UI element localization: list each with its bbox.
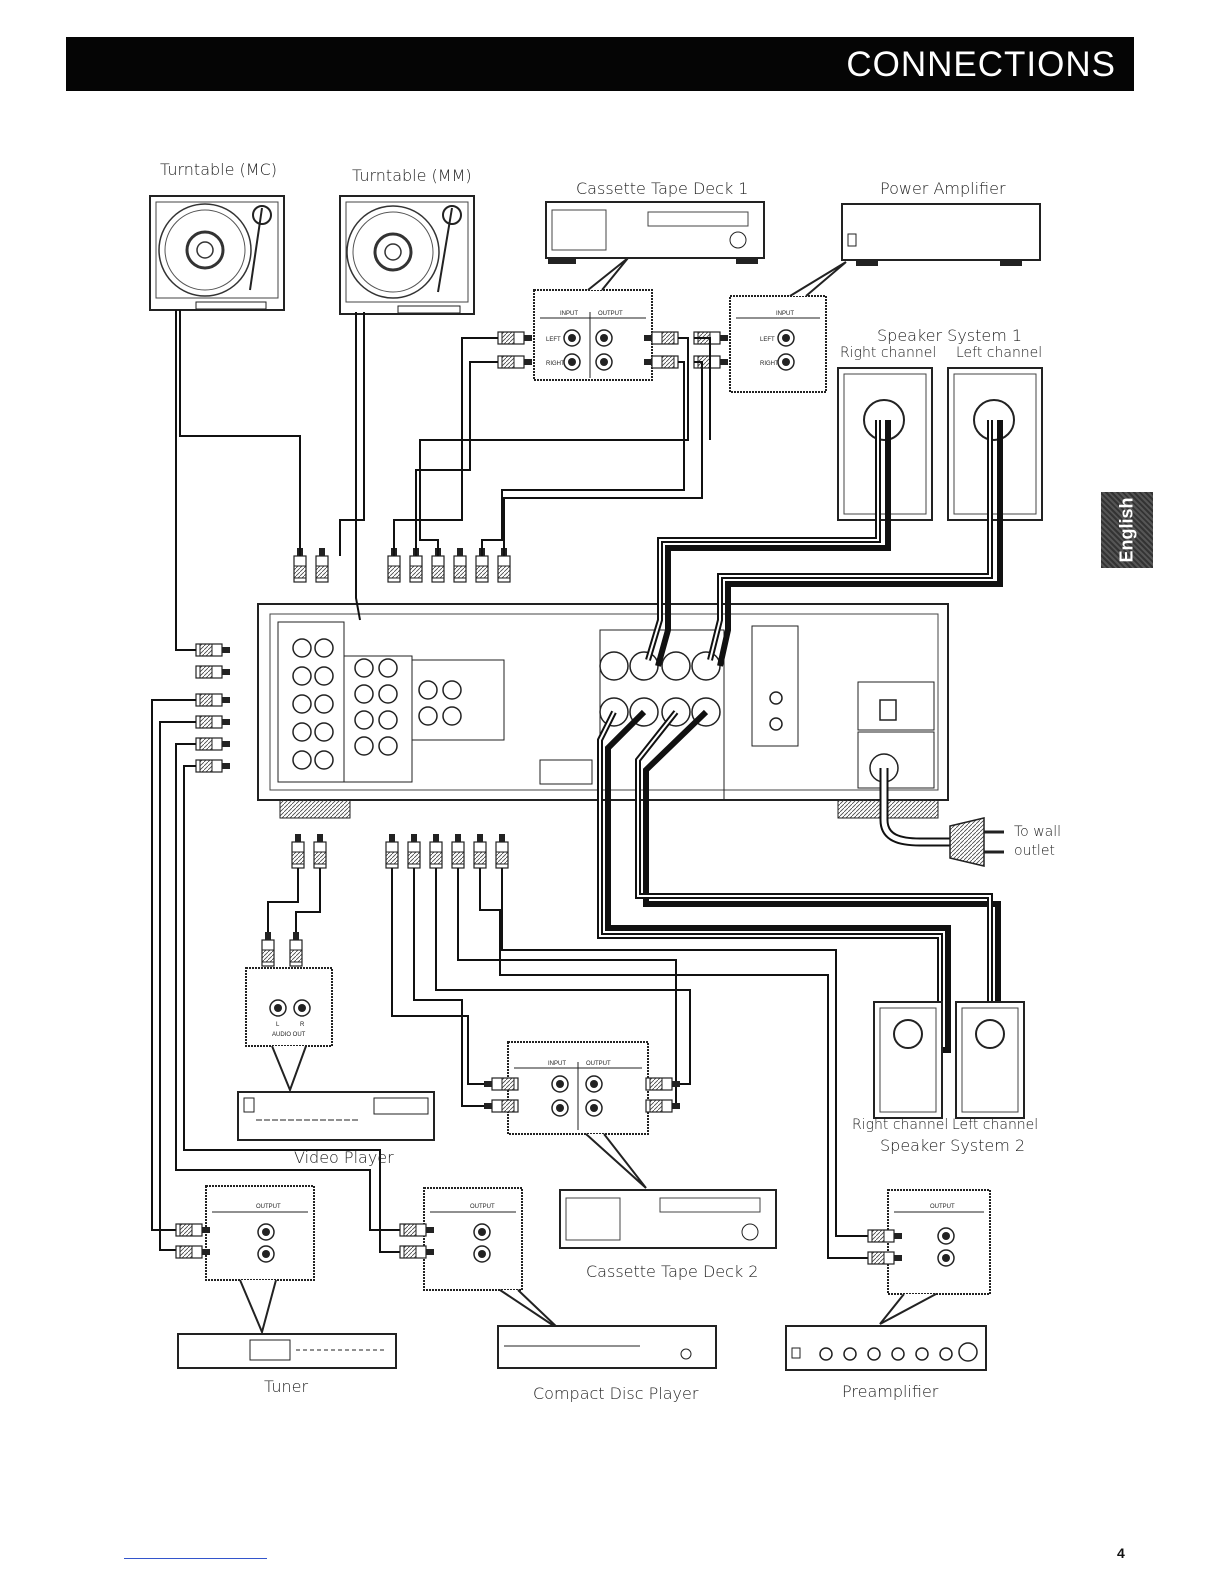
cd2-input-label: INPUT xyxy=(548,1061,566,1067)
tuner-jack-panel xyxy=(175,1185,315,1336)
video-r-label: R xyxy=(300,1022,305,1028)
cassette-deck-2-icon xyxy=(559,1189,777,1249)
cassette-2-jack-panel xyxy=(483,1041,681,1189)
video-player-icon xyxy=(237,1091,435,1141)
language-tab: English xyxy=(1101,492,1153,568)
video-audio-out-label: AUDIO OUT xyxy=(272,1032,306,1038)
power-amplifier-icon xyxy=(841,203,1041,266)
preamp-output-label: OUTPUT xyxy=(930,1204,955,1210)
cdp-output-label: OUTPUT xyxy=(470,1204,495,1210)
preamplifier-jack-panel xyxy=(867,1189,991,1325)
receiver-bottom-plugs xyxy=(291,833,509,869)
cassette-deck-2-label: Cassette Tape Deck 2 xyxy=(586,1262,759,1281)
receiver-left-plugs xyxy=(195,643,231,773)
speaker-1-left-label: Left channel xyxy=(956,345,1043,361)
video-player-jack-panel xyxy=(245,931,333,1093)
cd-player-jack-panel xyxy=(399,1187,561,1331)
cassette-deck-1-icon xyxy=(545,201,765,264)
power-amplifier-label: Power Amplifier xyxy=(880,179,1006,198)
turntable-mc-icon xyxy=(149,195,285,311)
speaker-2-right-label: Right channel xyxy=(852,1117,949,1133)
cd1-output-label: OUTPUT xyxy=(598,311,623,317)
preamplifier-icon xyxy=(785,1325,987,1371)
footer-rule xyxy=(124,1558,267,1559)
cd1-left-label: LEFT xyxy=(546,337,561,343)
amp-left-label: LEFT xyxy=(760,337,775,343)
amp-input-label: INPUT xyxy=(776,311,794,317)
speaker-2-left-label: Left channel xyxy=(952,1117,1039,1133)
power-amp-jack-panel xyxy=(693,261,847,393)
amp-right-label: RIGHT xyxy=(760,361,779,367)
speaker-system-1-icon xyxy=(837,367,1043,521)
cd-player-icon xyxy=(497,1325,717,1369)
power-cord-icon xyxy=(879,768,1004,867)
turntable-mm-label: Turntable (MM) xyxy=(352,166,472,185)
turntable-mm-icon xyxy=(339,195,475,315)
wall-outlet-label-1: To wall xyxy=(1014,824,1061,840)
cassette-deck-1-label: Cassette Tape Deck 1 xyxy=(576,179,749,198)
wall-outlet-label-2: outlet xyxy=(1014,843,1055,859)
cassette-1-jack-panel xyxy=(497,257,679,381)
speaker-system-2-icon xyxy=(873,1001,1025,1119)
cd2-output-label: OUTPUT xyxy=(586,1061,611,1067)
tuner-icon xyxy=(177,1333,397,1369)
speaker-system-2-label: Speaker System 2 xyxy=(880,1136,1026,1155)
cd1-input-label: INPUT xyxy=(560,311,578,317)
cd-player-label: Compact Disc Player xyxy=(533,1384,699,1403)
tuner-output-label: OUTPUT xyxy=(256,1204,281,1210)
turntable-mc-label: Turntable (MC) xyxy=(160,160,277,179)
video-l-label: L xyxy=(276,1022,280,1028)
speaker-1-right-label: Right channel xyxy=(840,345,937,361)
preamplifier-label: Preamplifier xyxy=(842,1382,939,1401)
tuner-label: Tuner xyxy=(264,1377,309,1396)
cd1-right-label: RIGHT xyxy=(546,361,565,367)
video-player-label: Video Player xyxy=(294,1148,394,1167)
page-number: 4 xyxy=(1117,1545,1125,1561)
header-bar: CONNECTIONS xyxy=(66,37,1134,91)
page-title: CONNECTIONS xyxy=(846,45,1116,84)
receiver-top-plugs xyxy=(293,547,511,583)
speaker-system-1-label: Speaker System 1 xyxy=(877,326,1023,345)
